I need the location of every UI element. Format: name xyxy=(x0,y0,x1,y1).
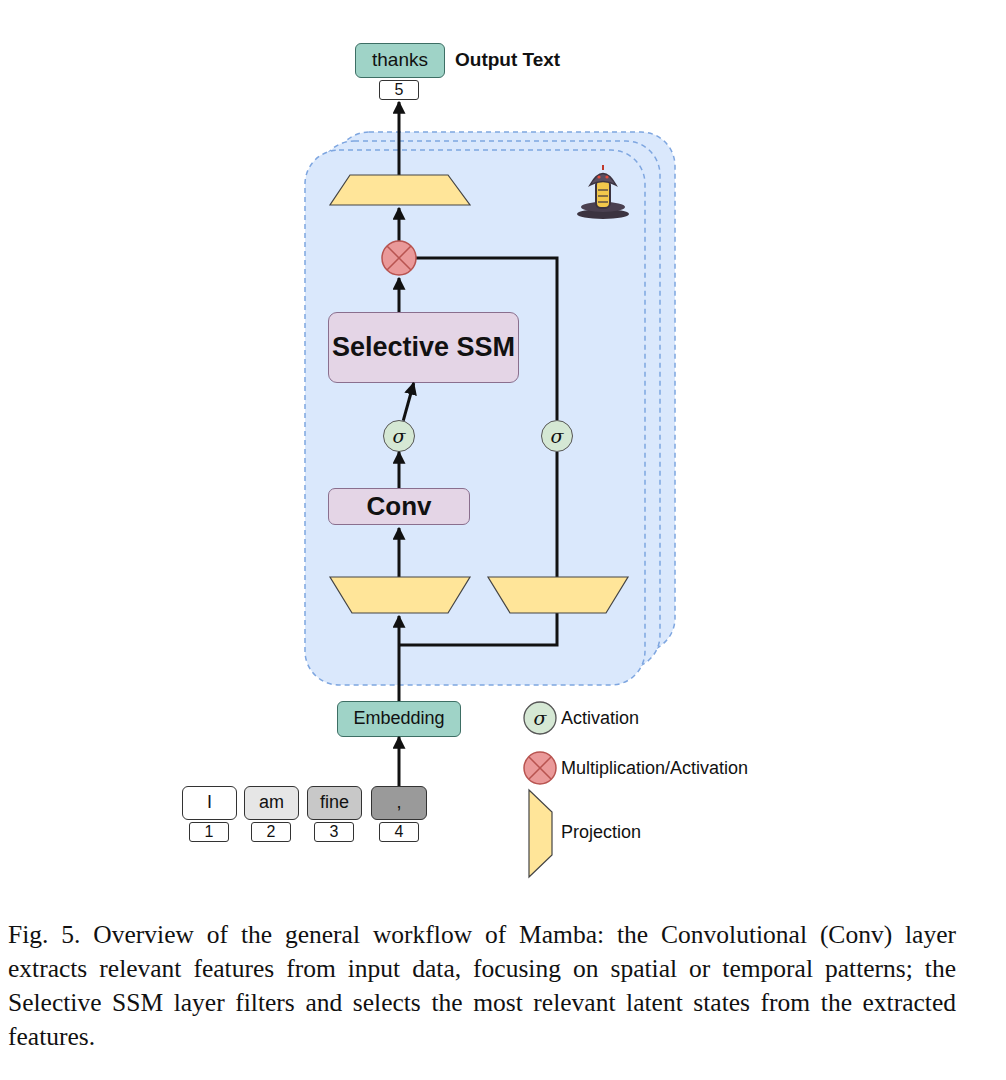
connector-arrow xyxy=(403,383,413,421)
legend-text: Multiplication/Activation xyxy=(561,758,748,779)
output-label: Output Text xyxy=(455,49,560,71)
node-text: 4 xyxy=(395,823,404,841)
connector-arrow xyxy=(398,452,401,488)
legend-multiplication-sample xyxy=(524,752,556,784)
node-text: I xyxy=(207,793,212,813)
connector-arrow xyxy=(398,737,401,786)
position-number: 5 xyxy=(379,80,419,100)
legend-projection-sample xyxy=(529,790,552,877)
node-text: thanks xyxy=(372,50,428,71)
node-text: 2 xyxy=(267,823,276,841)
node-text: 5 xyxy=(395,81,404,99)
figure-caption: Fig. 5. Overview of the general workflow… xyxy=(8,918,956,1054)
node-text: σ xyxy=(551,426,564,447)
node-text: fine xyxy=(320,793,349,813)
activation-circle: σ xyxy=(541,420,573,452)
layer-box: Conv xyxy=(328,488,470,525)
block-panel-front xyxy=(305,150,645,685)
activation-circle: σ xyxy=(383,420,415,452)
node-text: Embedding xyxy=(353,709,444,729)
node-text: Conv xyxy=(367,492,432,521)
legend-symbol: σ xyxy=(534,707,547,729)
node-text: am xyxy=(259,793,284,813)
node-text: 1 xyxy=(205,823,214,841)
output-token-box: thanks xyxy=(355,43,445,78)
legend-activation-sample xyxy=(524,702,556,734)
legend-text: Activation xyxy=(561,708,639,729)
position-number: 2 xyxy=(251,822,291,842)
embedding-box: Embedding xyxy=(337,701,461,737)
projection-trapezoid xyxy=(488,577,628,613)
projection-trapezoid xyxy=(330,175,470,205)
cobra-icon xyxy=(577,165,629,219)
position-number: 4 xyxy=(379,822,419,842)
input-token-box: am xyxy=(244,786,299,820)
position-number: 3 xyxy=(314,822,354,842)
multiplication-circle xyxy=(382,241,416,275)
projection-trapezoid xyxy=(330,577,470,613)
input-token-box: , xyxy=(371,786,427,820)
input-token-box: I xyxy=(182,786,237,820)
input-token-box: fine xyxy=(307,786,362,820)
position-number: 1 xyxy=(189,822,229,842)
node-text: , xyxy=(396,793,401,813)
node-text: σ xyxy=(393,426,406,447)
node-text: 3 xyxy=(330,823,339,841)
layer-box: Selective SSM xyxy=(328,312,519,383)
node-text: Selective SSM xyxy=(332,333,515,363)
legend-text: Projection xyxy=(561,822,641,843)
